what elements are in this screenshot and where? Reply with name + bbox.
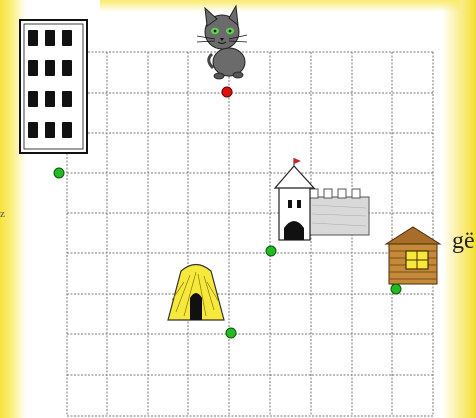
haystack-point-marker[interactable] [226, 328, 236, 338]
building-icon [20, 20, 87, 153]
building-point-marker[interactable] [54, 168, 64, 178]
cat-icon [197, 6, 247, 79]
haystack-icon [168, 265, 224, 321]
grid [67, 52, 433, 416]
castle-point-marker[interactable] [266, 246, 276, 256]
hut-point-marker[interactable] [391, 284, 401, 294]
log-hut-icon [386, 227, 440, 284]
start-point-marker[interactable] [222, 87, 232, 97]
castle-icon [275, 158, 369, 240]
